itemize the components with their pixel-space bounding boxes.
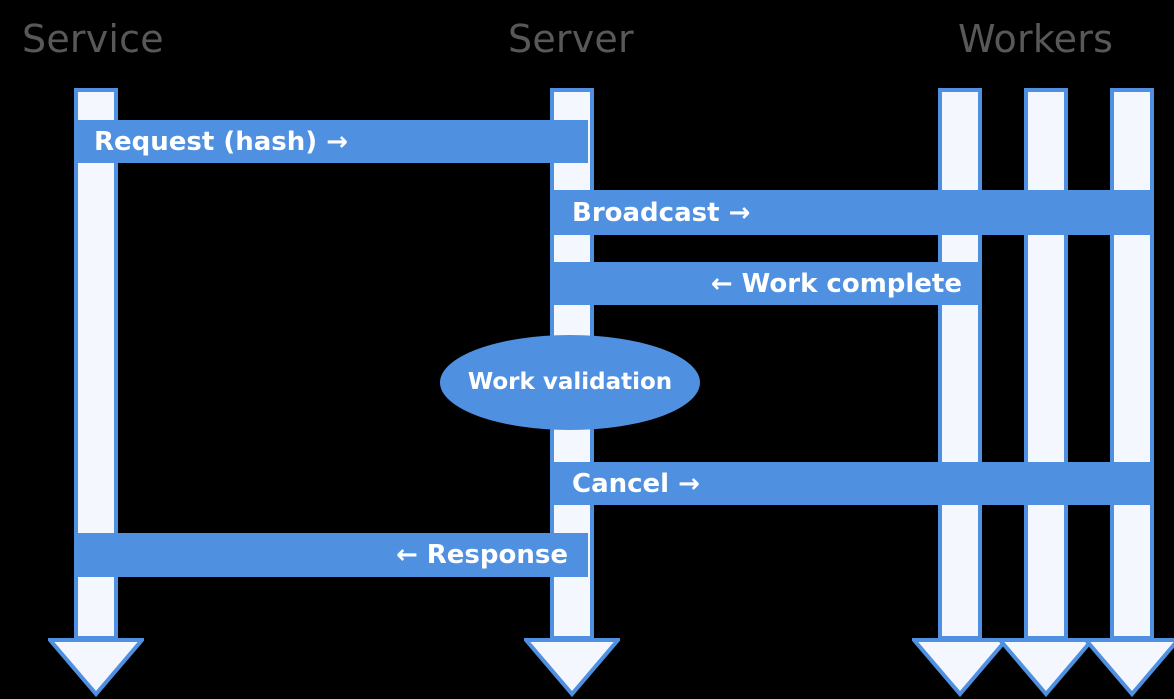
lifeline-arrowhead-worker-2-icon: [998, 636, 1094, 698]
lifeline-arrowhead-server-icon: [524, 636, 620, 698]
message-response: ← Response: [74, 533, 588, 577]
note-work-validation: Work validation: [440, 335, 700, 430]
participant-title-server: Server: [508, 17, 634, 61]
message-broadcast-label: Broadcast →: [572, 197, 751, 228]
message-broadcast: Broadcast →: [552, 190, 1154, 235]
message-cancel: Cancel →: [552, 462, 1154, 505]
lifeline-worker-2: [1024, 88, 1068, 640]
lifeline-worker-1: [938, 88, 982, 640]
participant-title-service: Service: [22, 17, 164, 61]
lifeline-arrowhead-worker-1-icon: [912, 636, 1008, 698]
message-work-complete: ← Work complete: [552, 262, 982, 305]
lifeline-arrowhead-worker-3-icon: [1084, 636, 1174, 698]
note-work-validation-label: Work validation: [467, 369, 673, 395]
message-cancel-label: Cancel →: [572, 468, 700, 499]
lifeline-arrowhead-service-icon: [48, 636, 144, 698]
lifeline-worker-3: [1110, 88, 1154, 640]
message-response-label: ← Response: [395, 540, 568, 570]
message-work-complete-label: ← Work complete: [710, 268, 962, 299]
message-request-label: Request (hash) →: [94, 126, 349, 157]
participant-title-workers: Workers: [958, 17, 1114, 61]
message-request: Request (hash) →: [74, 120, 588, 163]
